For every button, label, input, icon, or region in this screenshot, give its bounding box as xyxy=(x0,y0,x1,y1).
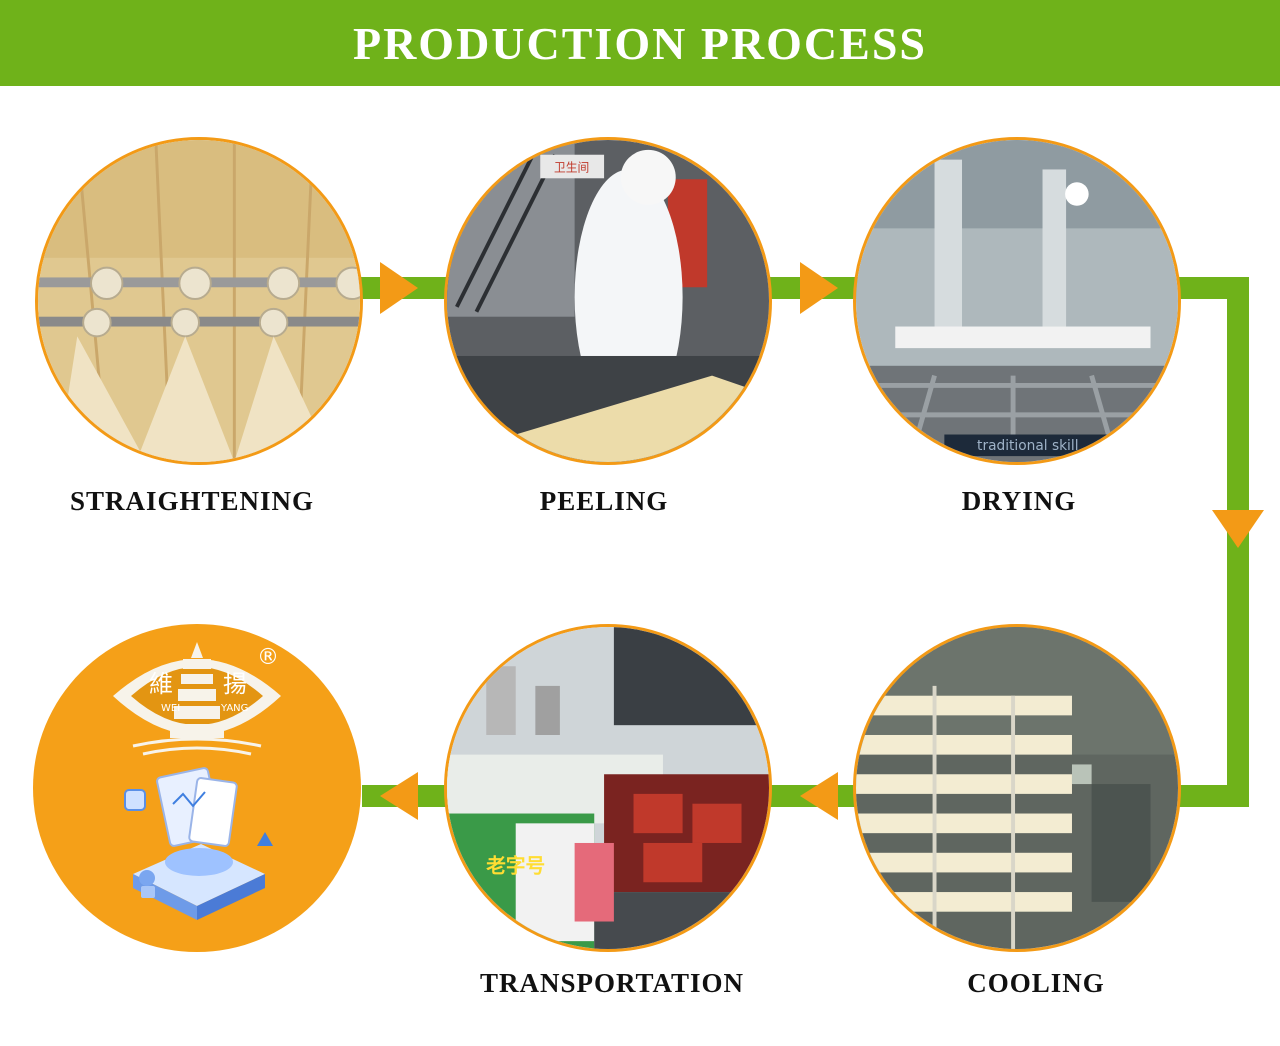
step-transportation-photo: 老字号 xyxy=(444,624,772,952)
drying-caption: traditional skill xyxy=(977,438,1078,454)
logo-left-char: 維 xyxy=(149,670,173,698)
truck-brand-text: 老字号 xyxy=(485,854,545,877)
page-title: PRODUCTION PROCESS xyxy=(352,17,927,69)
flow-arrow-right-icon xyxy=(800,262,838,314)
step-drying-photo: traditional skill xyxy=(853,137,1181,465)
step-straightening-photo xyxy=(35,137,363,465)
step-label-straightening: STRAIGHTENING xyxy=(69,486,315,516)
flow-arrow-left-icon xyxy=(380,772,418,820)
brand-logo-circle: 維 揚 WEI YANG ® xyxy=(33,624,361,952)
logo-yang-text: YANG xyxy=(220,703,248,714)
peeling-sign-text: 卫生间 xyxy=(554,160,589,174)
step-label-drying: DRYING xyxy=(961,486,1077,516)
step-peeling-photo: 卫生间 xyxy=(444,137,772,465)
document-platform-icon xyxy=(124,767,273,920)
step-label-cooling: COOLING xyxy=(967,968,1105,998)
step-label-transportation: TRANSPORTATION xyxy=(479,968,745,998)
logo-wei-text: WEI xyxy=(161,703,180,714)
flow-arrow-right-icon xyxy=(380,262,418,314)
step-cooling-photo xyxy=(853,624,1181,952)
logo-right-char: 揚 xyxy=(223,670,247,698)
registered-mark: ® xyxy=(257,645,279,670)
flow-arrow-left-icon xyxy=(800,772,838,820)
flow-arrow-down-icon xyxy=(1212,510,1264,548)
page-header: PRODUCTION PROCESS xyxy=(0,0,1280,86)
step-label-peeling: PEELING xyxy=(539,486,669,516)
pagoda-logo-icon: 維 揚 WEI YANG ® xyxy=(113,642,281,920)
